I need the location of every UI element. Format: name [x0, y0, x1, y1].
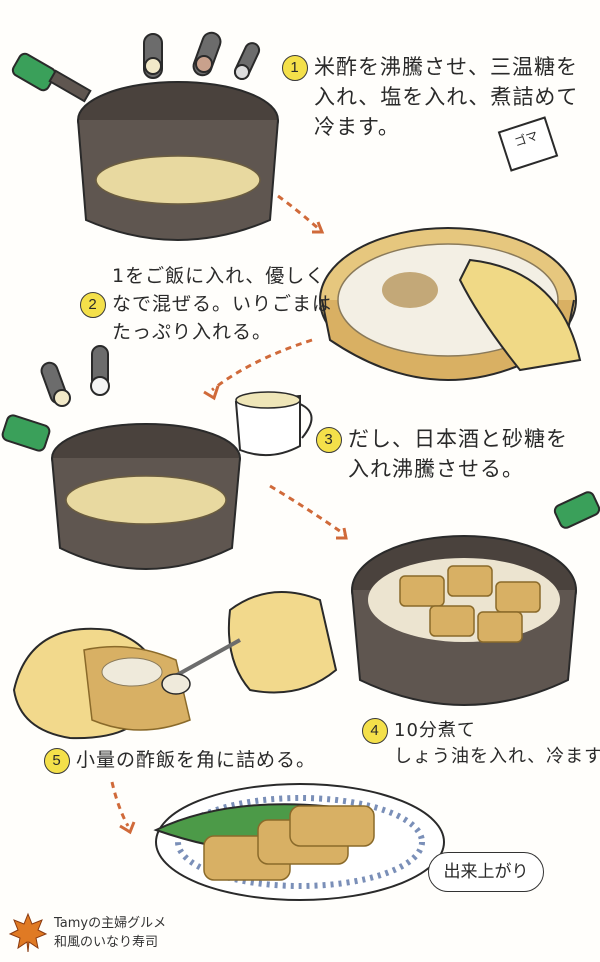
pot-1 — [11, 52, 279, 241]
step-text: 10分煮て — [394, 720, 476, 741]
step-text: 米酢を沸騰させ、三温糖を — [314, 55, 578, 79]
credit-line-1: Tamyの主婦グルメ — [54, 916, 167, 931]
step-text: しょう油を入れ、冷ます。 — [394, 746, 600, 767]
step-5: 5 小量の酢飯を角に詰める。 — [44, 745, 316, 775]
step-number: 5 — [44, 747, 70, 774]
rice-tub — [319, 227, 582, 381]
arrow-1 — [277, 194, 322, 232]
measuring-spoons-1 — [143, 31, 261, 80]
step-text: たっぷり入れる。 — [112, 321, 273, 343]
step-number: 1 — [282, 55, 308, 81]
done-label: 出来上がり — [428, 852, 544, 892]
step-text: なで混ぜる。いりごまは — [112, 293, 333, 315]
step-text: 入れ沸騰させる。 — [348, 457, 524, 481]
pot-3 — [351, 491, 600, 706]
step-4: 4 10分煮て しょう油を入れ、冷ます。 — [362, 718, 600, 770]
step-number: 2 — [80, 291, 106, 318]
step-text: 1をご飯に入れ、優しく — [112, 265, 326, 287]
sesame-packet — [497, 116, 559, 172]
step-number: 3 — [316, 427, 342, 453]
step-text: 小量の酢飯を角に詰める。 — [76, 749, 317, 771]
step-number: 4 — [362, 718, 388, 744]
credit-line-2: 和風のいなり寿司 — [54, 935, 159, 950]
step-2: 1をご飯に入れ、優しく 2 なで混ぜる。いりごまは たっぷり入れる。 — [80, 262, 332, 346]
pot-2 — [1, 414, 241, 570]
credit: Tamyの主婦グルメ 和風のいなり寿司 — [54, 914, 166, 952]
finished-plate — [153, 783, 445, 901]
arrow-3 — [269, 484, 345, 536]
hands-stuffing — [12, 591, 338, 740]
arrow-4 — [110, 781, 130, 827]
measuring-spoons-2 — [40, 345, 110, 407]
step-text: 冷ます。 — [314, 115, 400, 139]
maple-leaf-icon — [8, 912, 48, 953]
arrow-2 — [211, 338, 313, 392]
step-text: 入れ、塩を入れ、煮詰めて — [314, 85, 579, 109]
step-text: だし、日本酒と砂糖を — [348, 427, 568, 451]
dashi-cup — [234, 391, 313, 457]
